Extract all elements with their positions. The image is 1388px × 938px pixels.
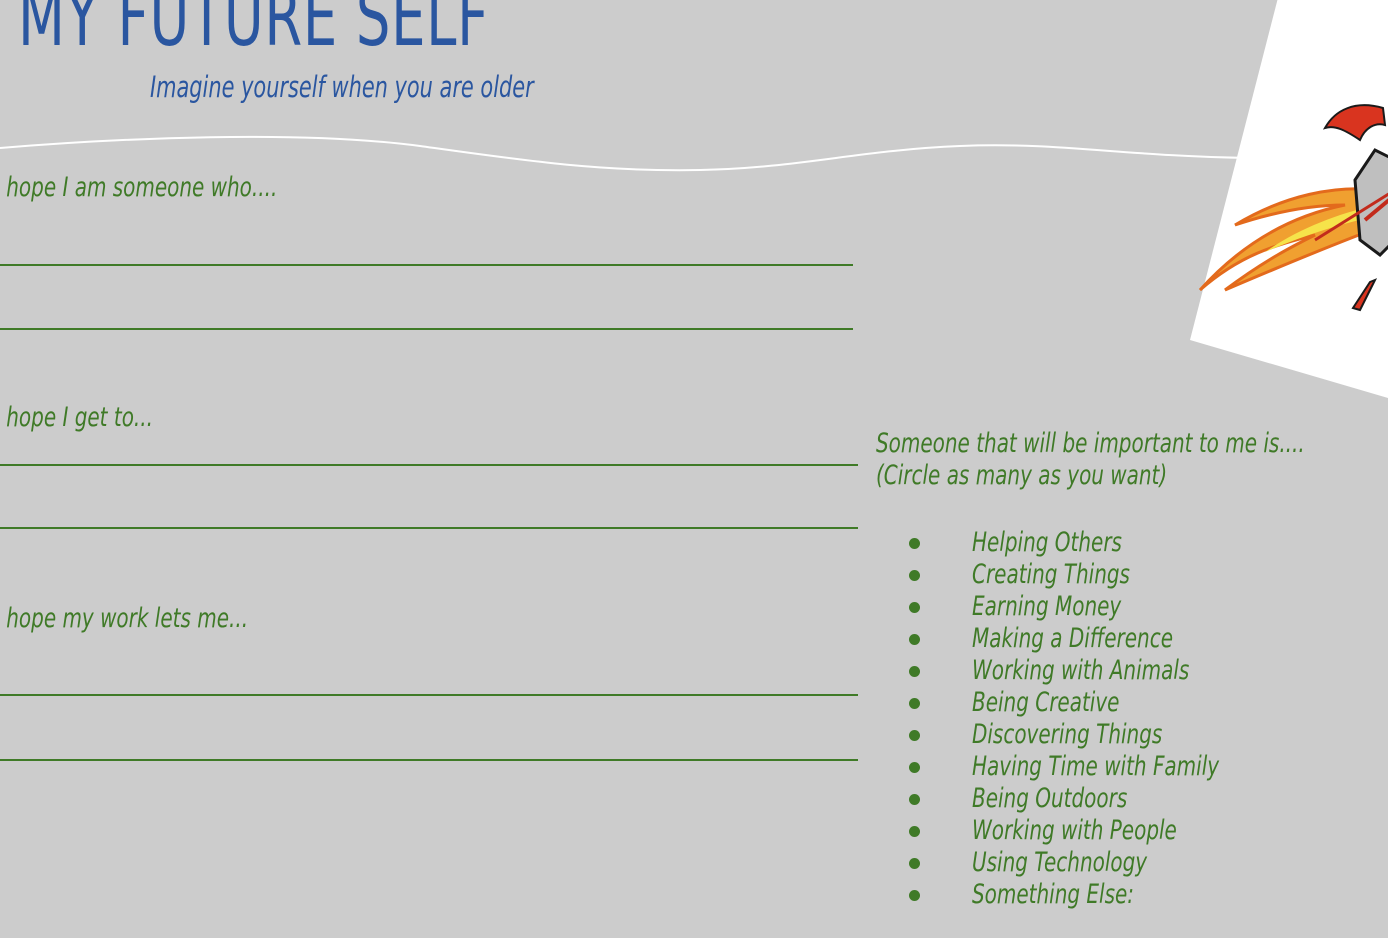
prompt-someone-who: I hope I am someone who....: [0, 172, 278, 203]
answer-line[interactable]: [0, 694, 858, 696]
important-heading-text: Someone that will be important to me is.…: [876, 428, 1305, 459]
bullet-icon: [909, 666, 920, 677]
wave-divider: [0, 135, 1250, 172]
bullet-icon: [909, 602, 920, 613]
bullet-icon: [909, 698, 920, 709]
bullet-icon: [909, 762, 920, 773]
bullet-icon: [909, 890, 920, 901]
answer-line[interactable]: [0, 464, 858, 466]
bullet-icon: [909, 826, 920, 837]
prompt-work-lets-me: I hope my work lets me...: [0, 603, 249, 634]
answer-line[interactable]: [0, 759, 858, 761]
rocket-icon: [1190, 0, 1388, 398]
page-title: MY FUTURE SELF: [18, 0, 490, 64]
bullet-icon: [909, 538, 920, 549]
important-note: (Circle as many as you want): [876, 460, 1168, 491]
bullet-icon: [909, 730, 920, 741]
prompt-get-to: I hope I get to...: [0, 402, 153, 433]
answer-line[interactable]: [0, 264, 853, 266]
answer-line[interactable]: [0, 328, 853, 330]
bullet-icon: [909, 858, 920, 869]
important-heading: Someone that will be important to me is.…: [876, 428, 1305, 492]
page-subtitle: Imagine yourself when you are older: [150, 70, 534, 104]
bullet-icon: [909, 570, 920, 581]
bullet-icon: [909, 794, 920, 805]
bullet-icon: [909, 634, 920, 645]
answer-line[interactable]: [0, 527, 858, 529]
